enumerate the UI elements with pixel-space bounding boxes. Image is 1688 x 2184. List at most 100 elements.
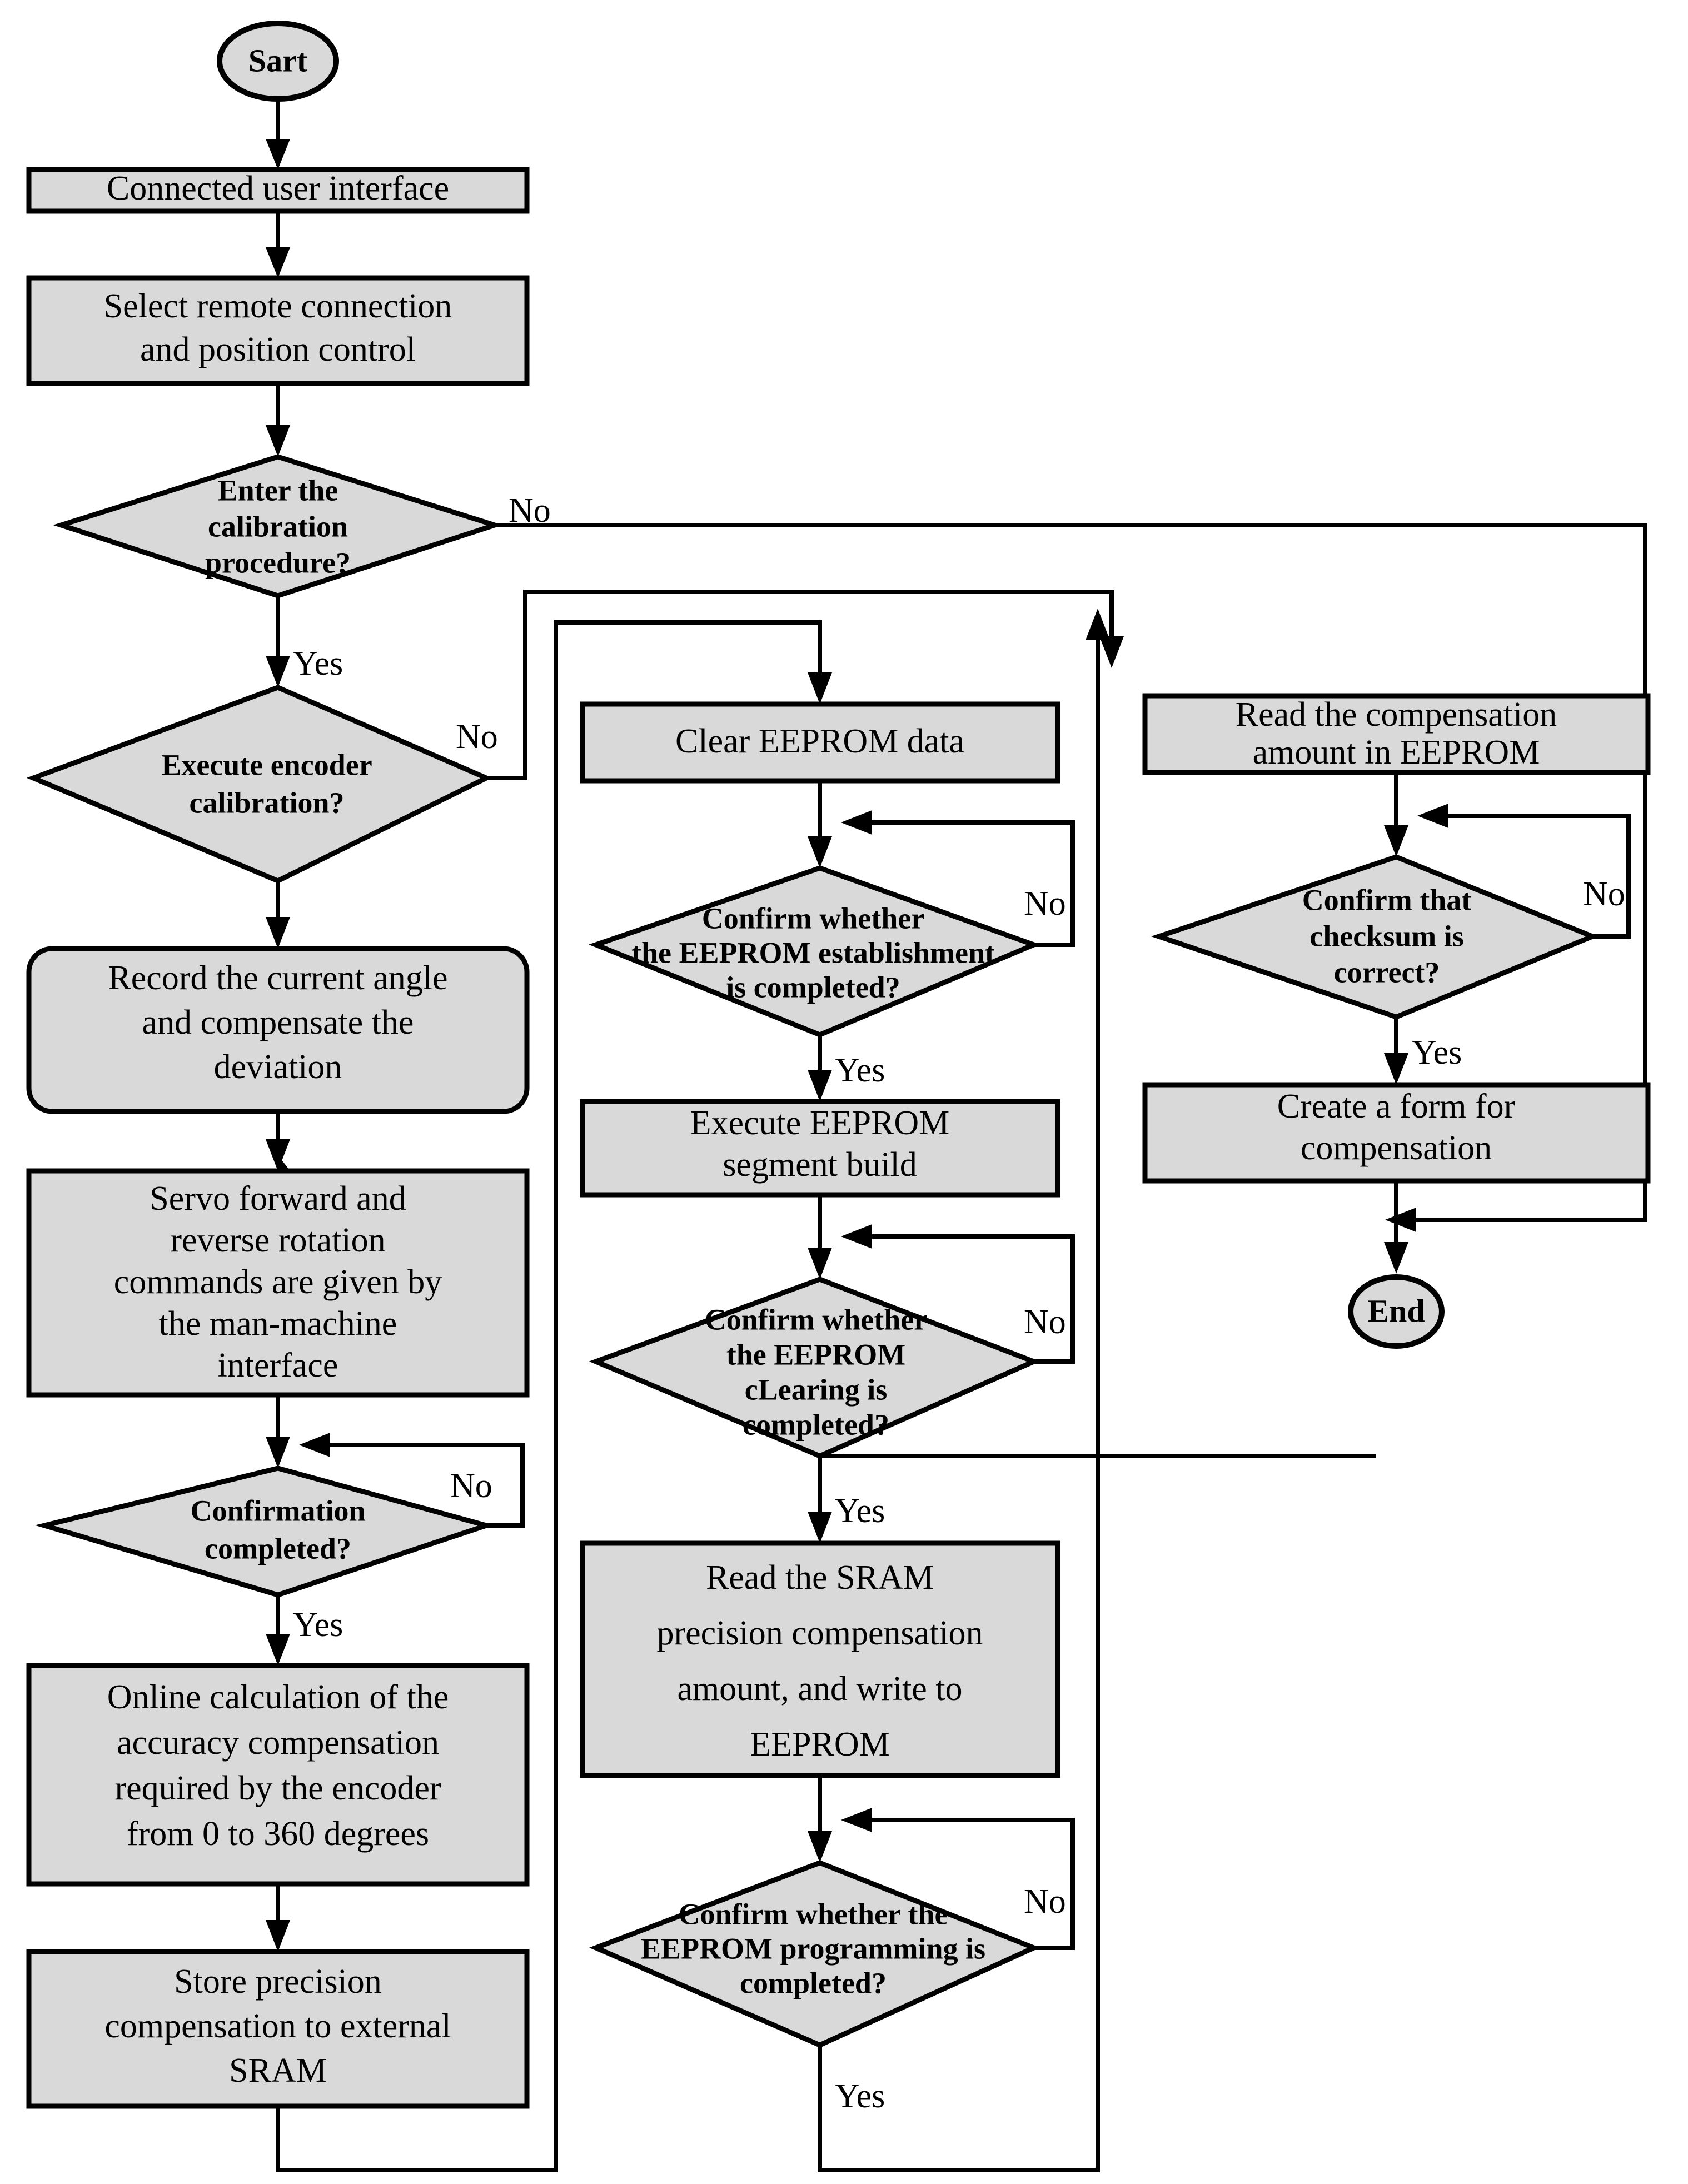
edge-confirm-clearing-no-loop — [853, 1234, 1075, 1364]
end-label: End — [1367, 1293, 1425, 1329]
confirm-checksum-line1: Confirm that — [1302, 883, 1471, 916]
arrowhead-enter-cal-no-into-end — [1385, 1208, 1416, 1232]
edge-store-sram-to-clear-eeprom — [276, 620, 822, 2172]
arrowhead-record-angle-to-servo-b — [266, 1139, 290, 1171]
edge-confirm-establish-no-loop — [853, 820, 1075, 947]
read-sram-line3: amount, and write to — [677, 1670, 962, 1708]
create-form-line1: Create a form for — [1277, 1088, 1516, 1125]
online-calc-line2: accuracy compensation — [117, 1724, 439, 1762]
store-sram-line2: compensation to external — [104, 2007, 451, 2045]
online-calc-line4: from 0 to 360 degrees — [127, 1815, 429, 1853]
arrowhead-confirm-clearing-no-loop — [841, 1224, 872, 1249]
confirm-checksum-line2: checksum is — [1309, 919, 1464, 953]
node-confirm-establish[interactable]: Confirm whether the EEPROM establishment… — [589, 865, 1041, 1038]
servo-cmds-line3: commands are given by — [114, 1263, 442, 1301]
node-confirm-programming[interactable]: Confirm whether the EEPROM programming i… — [589, 1860, 1040, 2048]
create-form-shape — [1142, 1082, 1651, 1184]
node-servo-cmds[interactable]: Servo forward and reverse rotation comma… — [26, 1168, 530, 1398]
confirm-establish-line2: the EEPROM establishment — [631, 936, 995, 969]
enter-cal-line2: calibration — [208, 510, 348, 543]
arrowhead-read-comp-to-confirm-checksum — [1384, 825, 1408, 857]
read-sram-write-eeprom-shape — [580, 1540, 1060, 1778]
confirm-completed-line1: Confirmation — [191, 1494, 366, 1527]
servo-cmds-line1: Servo forward and — [150, 1180, 406, 1218]
arrowhead-connect-ui-to-select-remote — [266, 247, 290, 278]
confirm-checksum-shape — [1151, 854, 1599, 1020]
arrowhead-confirm-programming-no-loop — [841, 1808, 872, 1832]
store-sram-line3: SRAM — [229, 2052, 327, 2090]
enter-cal-line3: procedure? — [205, 546, 351, 579]
connect-ui-label: Connected user interface — [107, 169, 449, 207]
edge-label-layer: No Yes No No Yes No Yes No Yes No Yes No… — [293, 492, 1625, 2115]
arrowhead-store-sram-to-clear-eeprom — [808, 672, 832, 704]
edge-label-exec-enc-cal-no: No — [456, 718, 498, 756]
exec-enc-cal-line1: Execute encoder — [161, 748, 372, 781]
node-record-angle[interactable]: Record the current angle and compensate … — [26, 946, 530, 1114]
node-enter-cal[interactable]: Enter the calibration procedure? — [53, 454, 503, 599]
servo-cmds-line2: reverse rotation — [170, 1221, 385, 1259]
edge-confirm-checksum-no-loop — [1430, 814, 1631, 939]
arrowhead-enter-cal-yes — [266, 656, 290, 687]
node-end[interactable]: End — [1348, 1274, 1445, 1349]
edge-label-enter-cal-no: No — [509, 492, 551, 530]
arrowhead-confirm-checksum-yes — [1384, 1053, 1408, 1085]
read-sram-line1: Read the SRAM — [706, 1559, 934, 1597]
arrowhead-confirm-establish-yes — [808, 1070, 832, 1101]
arrowhead-confirm-programming-yes-up — [1086, 609, 1110, 640]
arrowhead-online-calc-to-store-sram — [266, 1920, 290, 1952]
confirm-checksum-line3: correct? — [1334, 955, 1440, 989]
node-confirm-completed[interactable]: Confirmation completed? — [34, 1465, 495, 1598]
arrowhead-confirm-completed-yes — [266, 1634, 290, 1666]
arrowhead-servo-to-confirm-completed — [266, 1437, 290, 1468]
node-exec-enc-cal[interactable]: Execute encoder calibration? — [26, 685, 492, 884]
record-angle-line1: Record the current angle — [108, 959, 447, 997]
arrowhead-confirm-clearing-yes — [808, 1512, 832, 1543]
arrowhead-select-remote-to-enter-cal — [266, 425, 290, 457]
edge-confirm-completed-no-loop — [311, 1443, 525, 1528]
node-confirm-clearing[interactable]: Confirm whether the EEPROM cLearing is c… — [589, 1277, 1040, 1459]
confirm-establish-shape — [589, 865, 1041, 1038]
arrowhead-exec-segment-to-confirm-clearing — [808, 1248, 832, 1279]
node-select-remote[interactable]: Select remote connection and position co… — [26, 275, 530, 386]
arrowhead-exec-enc-cal-no-to-read-comp — [1099, 636, 1124, 668]
confirm-establish-line1: Confirm whether — [702, 901, 924, 935]
read-comp-eeprom-shape — [1142, 693, 1651, 775]
select-remote-line1: Select remote connection — [104, 287, 452, 325]
arrowhead-confirm-checksum-no-loop — [1417, 804, 1448, 828]
edge-label-confirm-programming-yes: Yes — [835, 2077, 885, 2115]
edge-label-confirm-establish-no: No — [1024, 885, 1066, 923]
confirm-programming-line2: EEPROM programming is — [641, 1932, 985, 1965]
arrowhead-exec-enc-cal-yes — [266, 917, 290, 949]
arrowhead-confirm-completed-no-loop — [299, 1433, 330, 1457]
store-sram-shape — [26, 1949, 530, 2109]
select-remote-line2: and position control — [140, 331, 416, 368]
start-label: Sart — [248, 42, 308, 78]
confirm-clearing-shape — [589, 1277, 1040, 1459]
servo-cmds-line4: the man-machine — [159, 1305, 397, 1343]
confirm-clearing-line4: completed? — [743, 1408, 889, 1441]
clear-eeprom-label: Clear EEPROM data — [675, 722, 964, 760]
confirm-clearing-line1: Confirm whether — [705, 1303, 927, 1336]
connector-layer — [266, 94, 1647, 2172]
node-connect-ui[interactable]: Connected user interface — [26, 167, 530, 214]
edge-label-confirm-establish-yes: Yes — [835, 1051, 885, 1089]
node-online-calc[interactable]: Online calculation of the accuracy compe… — [26, 1663, 530, 1887]
node-read-comp-eeprom[interactable]: Read the compensation amount in EEPROM — [1142, 693, 1651, 775]
record-angle-shape — [26, 946, 530, 1114]
node-exec-segment-build[interactable]: Execute EEPROM segment build — [580, 1099, 1060, 1198]
edge-label-confirm-programming-no: No — [1024, 1883, 1066, 1921]
node-clear-eeprom[interactable]: Clear EEPROM data — [580, 701, 1060, 784]
node-store-sram[interactable]: Store precision compensation to external… — [26, 1949, 530, 2109]
enter-cal-shape — [53, 454, 503, 599]
arrowhead-start-to-connect-ui — [266, 139, 290, 169]
exec-segment-build-line2: segment build — [723, 1146, 917, 1184]
edge-label-confirm-completed-yes: Yes — [293, 1606, 343, 1644]
arrowhead-confirm-establish-no-loop — [841, 810, 872, 835]
node-create-form[interactable]: Create a form for compensation — [1142, 1082, 1651, 1184]
node-read-sram-write-eeprom[interactable]: Read the SRAM precision compensation amo… — [580, 1540, 1060, 1778]
arrowhead-read-sram-to-confirm-programming — [808, 1831, 832, 1863]
online-calc-line3: required by the encoder — [114, 1769, 441, 1807]
node-start[interactable]: Sart — [217, 21, 339, 102]
node-confirm-checksum[interactable]: Confirm that checksum is correct? — [1151, 854, 1599, 1020]
enter-cal-line1: Enter the — [218, 473, 338, 507]
